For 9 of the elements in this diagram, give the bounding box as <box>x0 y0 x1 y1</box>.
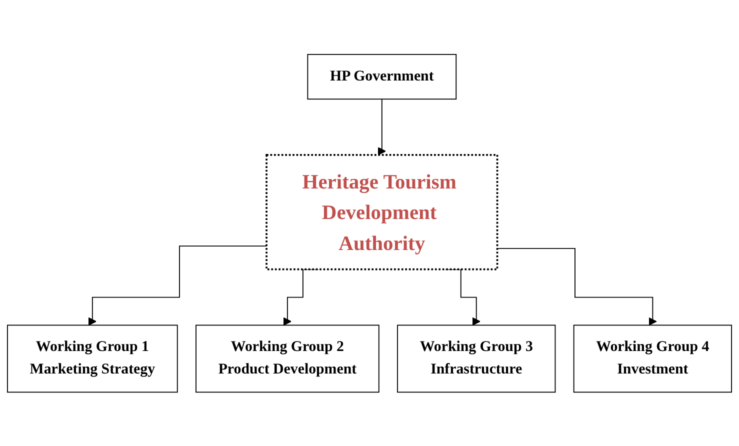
arrow <box>496 248 657 326</box>
node-box: Working Group 3 Infrastructure <box>397 324 556 392</box>
node-box: HP Government <box>307 54 457 100</box>
arrow <box>88 245 267 326</box>
node-box: Working Group 2 Product Development <box>196 324 380 392</box>
arrow <box>378 98 386 155</box>
node-box: Working Group 4 Investment <box>573 324 732 392</box>
node-box: Heritage Tourism Development Authority <box>266 154 498 270</box>
node-box: Working Group 1 Marketing Strategy <box>7 324 178 392</box>
